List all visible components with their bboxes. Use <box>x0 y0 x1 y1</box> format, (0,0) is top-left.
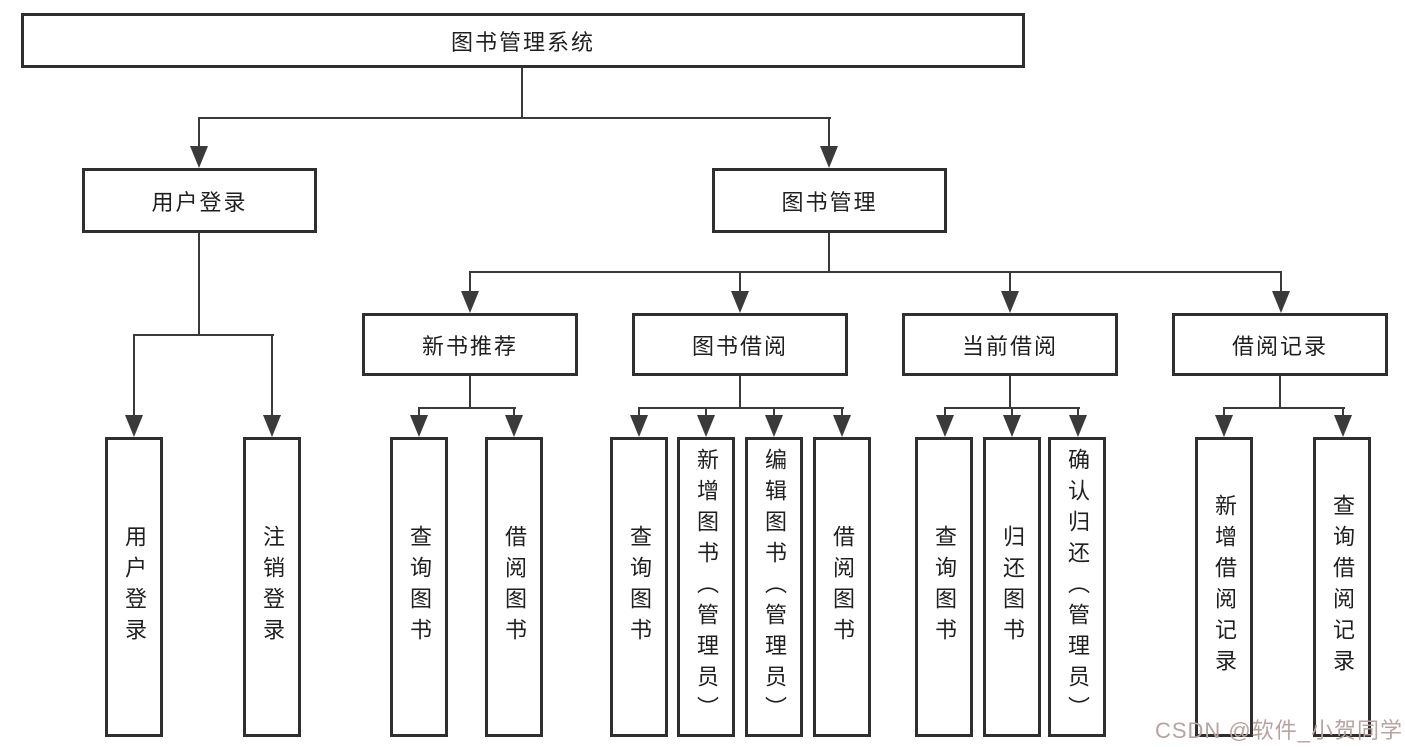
arrowhead-leaf-logout <box>263 415 281 437</box>
leaf-br-add-record: 新增借阅记录 <box>1195 437 1253 737</box>
arrowhead-book-mgmt <box>820 146 838 168</box>
arrowhead-user-login <box>190 146 208 168</box>
connector-drop-rec-query <box>418 407 420 417</box>
node-current-borrow: 当前借阅 <box>902 313 1118 376</box>
leaf-user-login: 用户登录 <box>105 437 163 737</box>
connector-drop-borrow-record <box>1280 271 1282 293</box>
leaf-rec-borrow-books-label: 借阅图书 <box>502 525 527 649</box>
arrowhead-rec-query <box>410 415 428 437</box>
connector-drop-book-borrow <box>739 271 741 293</box>
leaf-cb-query-books-label: 查询图书 <box>932 525 957 649</box>
connector-drop-br-add <box>1223 407 1225 417</box>
node-book-borrow-label: 图书借阅 <box>691 333 788 359</box>
connector-rec-bar <box>418 407 516 409</box>
arrowhead-br-query <box>1334 415 1352 437</box>
leaf-cb-return-books-label: 归还图书 <box>1000 525 1025 649</box>
connector-drop-rec-borrow <box>513 407 515 417</box>
arrowhead-new-book <box>461 291 479 313</box>
connector-drop-bb-add <box>705 407 707 417</box>
leaf-br-query-record-label: 查询借阅记录 <box>1330 494 1355 680</box>
leaf-bb-query-books: 查询图书 <box>610 437 668 737</box>
connector-drop-cb-confirm <box>1077 407 1079 417</box>
connector-drop-cb-return <box>1011 407 1013 417</box>
arrowhead-br-add <box>1215 415 1233 437</box>
arrowhead-current-borrow <box>1001 291 1019 313</box>
node-book-management-label: 图书管理 <box>781 189 878 215</box>
leaf-bb-borrow-books: 借阅图书 <box>813 437 871 737</box>
leaf-bb-add-books-admin-label: 新增图书（管理员） <box>694 447 719 727</box>
leaf-logout: 注销登录 <box>243 437 301 737</box>
node-user-login: 用户登录 <box>82 168 317 233</box>
leaf-user-login-label: 用户登录 <box>122 525 147 649</box>
arrowhead-book-borrow <box>731 291 749 313</box>
connector-drop-new-book <box>469 271 471 293</box>
arrowhead-bb-add <box>697 415 715 437</box>
leaf-bb-edit-books-admin: 编辑图书（管理员） <box>745 437 803 737</box>
connector-cb-stem <box>1009 374 1011 409</box>
connector-level2-bar <box>198 117 831 119</box>
node-user-login-label: 用户登录 <box>151 189 248 215</box>
node-root-label: 图书管理系统 <box>450 29 595 55</box>
connector-bb-stem <box>739 374 741 409</box>
arrowhead-bb-edit <box>765 415 783 437</box>
arrowhead-cb-query <box>936 415 954 437</box>
connector-drop-cb-query <box>944 407 946 417</box>
leaf-cb-return-books: 归还图书 <box>983 437 1041 737</box>
connector-drop-bb-edit <box>773 407 775 417</box>
connector-br-stem <box>1279 374 1281 409</box>
connector-login-bar <box>133 334 274 336</box>
node-borrow-records-label: 借阅记录 <box>1231 333 1328 359</box>
arrowhead-cb-return <box>1003 415 1021 437</box>
connector-drop-leaf-user-login <box>133 334 135 417</box>
node-new-book-recommend-label: 新书推荐 <box>421 333 518 359</box>
leaf-bb-add-books-admin: 新增图书（管理员） <box>677 437 735 737</box>
leaf-rec-query-books-label: 查询图书 <box>407 525 432 649</box>
leaf-bb-borrow-books-label: 借阅图书 <box>830 525 855 649</box>
leaf-bb-edit-books-admin-label: 编辑图书（管理员） <box>762 447 787 727</box>
connector-drop-current-borrow <box>1009 271 1011 293</box>
connector-mgmt-stem <box>828 231 830 273</box>
connector-bb-bar <box>638 407 844 409</box>
leaf-cb-query-books: 查询图书 <box>915 437 973 737</box>
node-new-book-recommend: 新书推荐 <box>362 313 578 376</box>
leaf-cb-confirm-return-admin-label: 确认归还（管理员） <box>1065 447 1090 727</box>
watermark-text: CSDN @软件_小贺同学 <box>1154 718 1403 743</box>
connector-drop-br-query <box>1342 407 1344 417</box>
leaf-br-add-record-label: 新增借阅记录 <box>1212 494 1237 680</box>
arrowhead-bb-borrow <box>833 415 851 437</box>
arrowhead-borrow-record <box>1272 291 1290 313</box>
node-borrow-records: 借阅记录 <box>1172 313 1388 376</box>
node-book-management: 图书管理 <box>712 168 947 233</box>
leaf-br-query-record: 查询借阅记录 <box>1313 437 1371 737</box>
node-book-borrow: 图书借阅 <box>632 313 848 376</box>
leaf-rec-query-books: 查询图书 <box>390 437 448 737</box>
connector-login-stem <box>198 231 200 336</box>
connector-drop-book-mgmt <box>828 117 830 149</box>
connector-drop-leaf-logout <box>271 334 273 417</box>
connector-drop-bb-query <box>638 407 640 417</box>
arrowhead-leaf-user-login <box>125 415 143 437</box>
connector-br-bar <box>1223 407 1345 409</box>
leaf-logout-label: 注销登录 <box>260 525 285 649</box>
connector-rec-stem <box>469 374 471 409</box>
node-current-borrow-label: 当前借阅 <box>961 333 1058 359</box>
connector-level3-bar <box>469 271 1282 273</box>
connector-drop-bb-borrow <box>841 407 843 417</box>
arrowhead-bb-query <box>630 415 648 437</box>
leaf-cb-confirm-return-admin: 确认归还（管理员） <box>1048 437 1106 737</box>
leaf-bb-query-books-label: 查询图书 <box>627 525 652 649</box>
connector-drop-user-login <box>198 117 200 149</box>
node-root: 图书管理系统 <box>21 13 1025 68</box>
leaf-rec-borrow-books: 借阅图书 <box>485 437 543 737</box>
arrowhead-rec-borrow <box>505 415 523 437</box>
connector-root-stem <box>521 66 523 118</box>
arrowhead-cb-confirm <box>1069 415 1087 437</box>
